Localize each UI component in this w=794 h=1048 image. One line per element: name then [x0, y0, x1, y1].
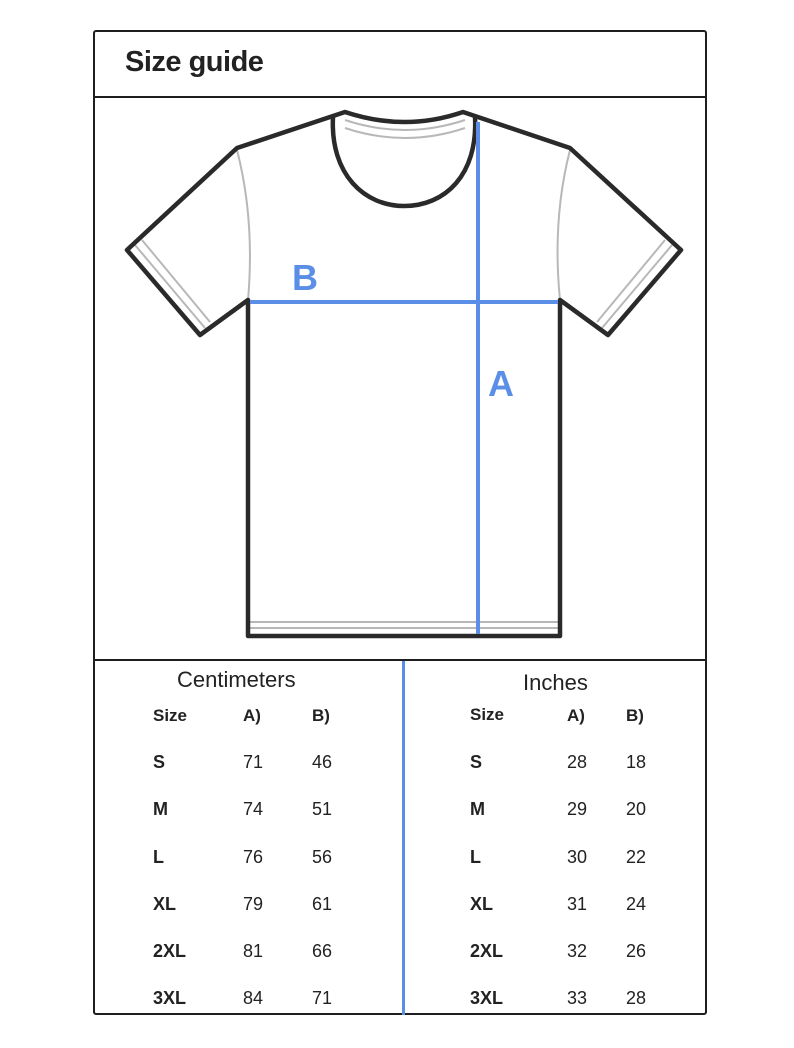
- cm-row-size: 3XL: [153, 988, 187, 1008]
- cm-row-b: 51: [312, 799, 333, 819]
- cm-row-a: 71: [243, 752, 264, 772]
- cm-row-a: 76: [243, 847, 264, 867]
- size-guide-card: Size guide B A Centimeters Size A): [93, 30, 707, 1015]
- cm-row-a: 84: [243, 988, 264, 1008]
- cm-row-b: 56: [312, 847, 333, 867]
- page-title: Size guide: [125, 46, 264, 78]
- size-tables: Centimeters Size A) B) S 71 46 M 74 51 L…: [95, 659, 705, 1015]
- cm-row-b: 61: [312, 894, 333, 914]
- cm-row-size: 2XL: [153, 941, 187, 961]
- in-row-size: 3XL: [470, 988, 504, 1008]
- in-row-size: 2XL: [470, 941, 504, 961]
- in-row-a: 32: [567, 941, 588, 961]
- in-row-size: M: [470, 799, 485, 819]
- tshirt-outline: [124, 109, 683, 638]
- table-divider: [402, 661, 405, 1015]
- in-row-b: 22: [626, 847, 647, 867]
- cm-row-size: S: [153, 752, 166, 772]
- cm-row-size: M: [153, 799, 168, 819]
- tshirt-collar: [330, 116, 477, 208]
- in-row-b: 18: [626, 752, 647, 772]
- in-row-b: 26: [626, 941, 647, 961]
- cm-col-b: B): [312, 706, 330, 725]
- in-row-a: 29: [567, 799, 588, 819]
- cm-row-a: 74: [243, 799, 264, 819]
- cm-row-size: XL: [153, 894, 177, 914]
- cm-col-a: A): [243, 706, 261, 725]
- in-row-size: L: [470, 847, 481, 867]
- cm-row-size: L: [153, 847, 164, 867]
- in-row-a: 31: [567, 894, 588, 914]
- measure-label-a: A: [488, 363, 514, 404]
- in-row-a: 33: [567, 988, 588, 1008]
- title-row: Size guide: [95, 32, 705, 98]
- centimeters-heading: Centimeters: [177, 667, 296, 692]
- cm-row-b: 46: [312, 752, 333, 772]
- cm-col-size: Size: [153, 706, 188, 725]
- tshirt-seams: [133, 118, 673, 629]
- in-row-b: 20: [626, 799, 647, 819]
- cm-row-b: 66: [312, 941, 333, 961]
- in-row-size: S: [470, 752, 483, 772]
- in-row-a: 30: [567, 847, 588, 867]
- tshirt-diagram: B A: [124, 109, 683, 638]
- cm-row-a: 79: [243, 894, 264, 914]
- inches-heading: Inches: [523, 670, 588, 695]
- measure-label-b: B: [292, 257, 318, 298]
- cm-row-b: 71: [312, 988, 333, 1008]
- in-row-a: 28: [567, 752, 588, 772]
- in-col-a: A): [567, 706, 585, 725]
- in-row-b: 28: [626, 988, 647, 1008]
- in-row-size: XL: [470, 894, 494, 914]
- in-col-size: Size: [470, 705, 505, 724]
- in-col-b: B): [626, 706, 644, 725]
- in-row-b: 24: [626, 894, 647, 914]
- cm-row-a: 81: [243, 941, 264, 961]
